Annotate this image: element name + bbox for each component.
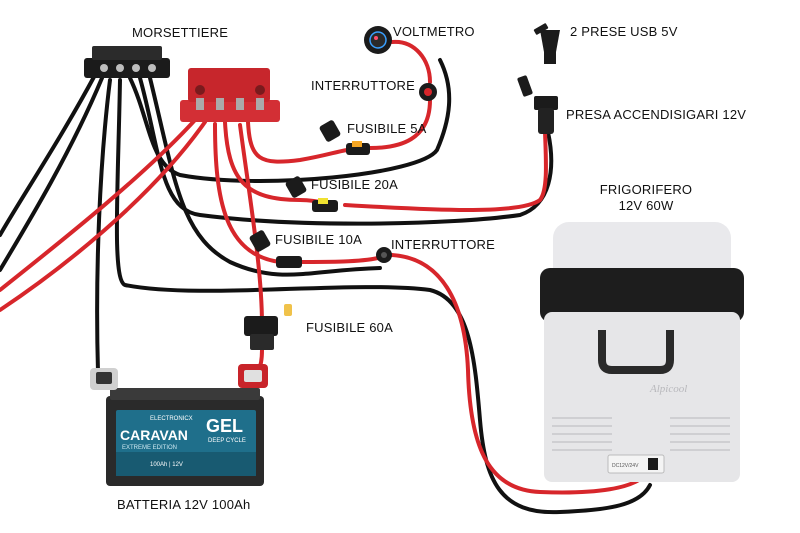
fuse-10a (249, 230, 302, 268)
black-busbar (84, 46, 170, 78)
wire-red-fuse-10a (213, 122, 282, 264)
battery: ELECTRONICX CARAVAN EXTREME EDITION GEL … (90, 364, 268, 486)
label-fusibile-10a: FUSIBILE 10A (275, 232, 362, 247)
wire-red-fuse-5a (246, 120, 362, 164)
fuse-5a (319, 120, 370, 155)
cigarette-socket (517, 75, 558, 134)
wire-black-battery-neg (95, 78, 112, 374)
switch-fridge (376, 247, 392, 263)
usb-charger (533, 23, 560, 64)
fridge: DC12V/24V Alpicool (540, 222, 744, 482)
wire-red-5a-to-switch (368, 98, 432, 150)
label-batteria: BATTERIA 12V 100Ah (117, 497, 251, 512)
fridge-vents (552, 417, 730, 451)
label-interruttore-2: INTERRUTTORE (391, 237, 495, 252)
wire-black-left-2 (0, 76, 104, 272)
voltmeter (364, 26, 392, 54)
label-morsettiere: MORSETTIERE (132, 25, 229, 40)
battery-cycle: DEEP CYCLE (208, 438, 246, 444)
label-fusibile-60a: FUSIBILE 60A (306, 320, 393, 335)
label-voltmetro: VOLTMETRO (393, 24, 475, 39)
red-busbar (180, 68, 280, 122)
battery-specs: 100Ah | 12V (150, 462, 183, 468)
battery-brand: ELECTRONICX (150, 416, 193, 422)
battery-model: CARAVAN (120, 427, 188, 443)
label-fusibile-20a: FUSIBILE 20A (311, 177, 398, 192)
wire-red-20a-presa (343, 130, 548, 212)
label-frigorifero: FRIGORIFERO (599, 182, 693, 197)
wire-black-left-1 (0, 73, 97, 237)
label-presa: PRESA ACCENDISIGARI 12V (566, 107, 747, 122)
wire-red-10a-switch (296, 256, 380, 264)
wire-red-switch-frigo (390, 253, 650, 495)
fuse-20a (285, 176, 338, 212)
wire-red-left-2 (0, 120, 207, 312)
wire-red-left-1 (0, 118, 197, 292)
fridge-brand: Alpicool (649, 383, 687, 395)
fridge-panel-label: DC12V/24V (612, 463, 639, 469)
wire-black-frigo (148, 76, 382, 277)
battery-subtitle: EXTREME EDITION (122, 445, 177, 451)
label-frigorifero-spec: 12V 60W (618, 198, 674, 213)
wire-red-to-60a (238, 123, 264, 327)
fuse-60a (244, 304, 292, 350)
label-fusibile-5a: FUSIBILE 5A (347, 121, 427, 136)
switch-voltmeter (419, 83, 437, 101)
label-interruttore-1: INTERRUTTORE (311, 78, 415, 93)
label-usb: 2 PRESE USB 5V (570, 24, 678, 39)
wire-black-to-bottom (114, 78, 652, 515)
wire-black-voltmeter (128, 58, 452, 183)
wire-red-switch-volt (390, 39, 432, 84)
battery-type: GEL (206, 416, 243, 436)
